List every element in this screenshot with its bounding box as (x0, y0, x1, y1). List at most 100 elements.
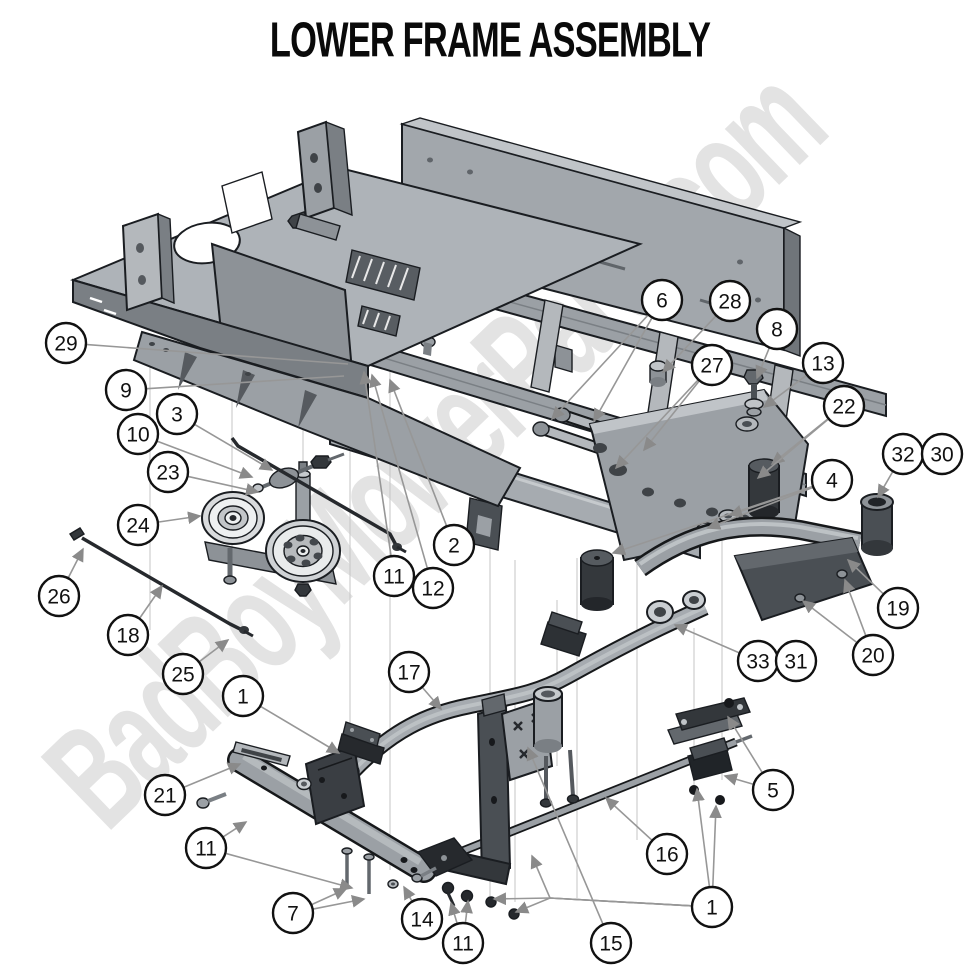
balloon-33[interactable]: 33 (736, 639, 780, 683)
lower-assembly-shape (735, 734, 753, 744)
deck-assembly-shape-shape (351, 255, 361, 279)
rods-shape (230, 436, 399, 548)
balloon-circle-17 (387, 650, 431, 694)
balloon-32[interactable]: 32 (881, 432, 925, 476)
balloon-12[interactable]: 12 (411, 566, 455, 610)
leader-line-17 (422, 687, 443, 711)
balloon-11[interactable]: 11 (441, 921, 485, 965)
lower-assembly-shape (304, 744, 366, 826)
balloon-9[interactable]: 9 (104, 368, 148, 412)
balloon-24[interactable]: 24 (116, 503, 160, 547)
balloon-circle-9 (104, 368, 148, 412)
balloon-1[interactable]: 1 (690, 885, 734, 929)
balloon-22[interactable]: 22 (822, 384, 866, 428)
lower-assembly-shape (420, 866, 437, 878)
right-bracket-shape (593, 443, 607, 453)
page-title: LOWER FRAME ASSEMBLY (269, 11, 711, 68)
balloon-number-11: 11 (452, 933, 474, 956)
rear-plate-shape (467, 169, 473, 175)
deck-assembly-shape (245, 372, 251, 376)
balloon-number-33: 33 (746, 651, 769, 674)
balloon-circle-31 (774, 639, 818, 683)
lower-assembly-shape (391, 882, 395, 886)
lower-assembly-shape (411, 873, 423, 883)
balloon-11[interactable]: 11 (184, 826, 228, 870)
pulleys-shape (300, 549, 306, 553)
balloon-23[interactable]: 23 (146, 450, 190, 494)
leader-line-4 (706, 486, 813, 530)
balloon-3[interactable]: 3 (155, 392, 199, 436)
lower-assembly-shape-shape (519, 749, 529, 759)
balloon-30[interactable]: 30 (920, 432, 964, 476)
lower-assembly-shape (241, 748, 282, 762)
balloon-25[interactable]: 25 (161, 652, 205, 696)
leader-line-1 (692, 787, 711, 887)
leader-line-4 (728, 486, 813, 518)
balloon-10[interactable]: 10 (116, 412, 160, 456)
balloon-circle-1 (221, 674, 265, 718)
balloon-6[interactable]: 6 (640, 278, 684, 322)
leader-line-29 (86, 343, 349, 365)
balloon-8[interactable]: 8 (755, 307, 799, 351)
frame-rails-shape (530, 299, 564, 393)
balloon-number-9: 9 (120, 380, 132, 403)
leader-line-7 (311, 888, 348, 906)
balloon-28[interactable]: 28 (708, 279, 752, 323)
balloon-5[interactable]: 5 (751, 768, 795, 812)
pulleys-shape (229, 515, 237, 521)
balloon-14[interactable]: 14 (400, 897, 444, 941)
pulleys-shape (283, 541, 293, 549)
balloon-1[interactable]: 1 (221, 674, 265, 718)
deck-assembly-shape (121, 212, 164, 312)
pulleys-shape (223, 575, 237, 585)
balloon-20[interactable]: 20 (851, 633, 895, 677)
balloon-13[interactable]: 13 (801, 341, 845, 385)
balloon-circle-15 (589, 921, 633, 965)
balloon-number-11: 11 (195, 838, 217, 861)
pulleys-shape (294, 583, 312, 597)
balloon-number-17: 17 (397, 662, 420, 685)
rear-plate-shape (399, 117, 803, 229)
lower-assembly (196, 686, 753, 920)
deck-assembly-shape (221, 171, 273, 234)
leader-line-6 (593, 317, 653, 423)
leader-line-6 (550, 314, 649, 421)
balloon-31[interactable]: 31 (774, 639, 818, 683)
leader-line-15 (526, 746, 604, 924)
leader-lines (67, 314, 894, 924)
leader-line-9 (146, 375, 345, 390)
balloon-15[interactable]: 15 (589, 921, 633, 965)
balloon-circle-29 (44, 321, 88, 365)
leader-line-20 (843, 578, 867, 636)
balloon-circle-11 (441, 921, 485, 965)
balloon-number-20: 20 (861, 645, 884, 668)
balloon-11[interactable]: 11 (372, 554, 416, 598)
balloon-26[interactable]: 26 (37, 574, 81, 618)
lower-assembly-shape (489, 738, 495, 746)
balloon-circle-5 (751, 768, 795, 812)
lower-assembly-shape (370, 738, 374, 742)
leader-line-2 (388, 378, 448, 526)
lower-assembly-shape (568, 749, 575, 797)
leader-line-28 (661, 315, 717, 374)
balloon-29[interactable]: 29 (44, 321, 88, 365)
balloon-27[interactable]: 27 (690, 343, 734, 387)
rods-shape (396, 545, 407, 554)
rear-arm-shape (861, 540, 893, 556)
balloon-21[interactable]: 21 (143, 773, 187, 817)
balloon-19[interactable]: 19 (876, 586, 920, 630)
balloon-number-27: 27 (700, 355, 723, 378)
balloon-7[interactable]: 7 (271, 891, 315, 935)
rubber-bumpers-shape (581, 597, 613, 611)
balloon-circle-19 (876, 586, 920, 630)
balloon-4[interactable]: 4 (810, 458, 854, 502)
balloon-2[interactable]: 2 (432, 523, 476, 567)
leader-line-13 (762, 374, 807, 408)
leader-line-11 (460, 899, 473, 923)
balloon-18[interactable]: 18 (106, 613, 150, 657)
deck-assembly-shape-shape (399, 267, 409, 291)
leader-line-5 (727, 715, 763, 773)
balloon-16[interactable]: 16 (645, 832, 689, 876)
balloon-17[interactable]: 17 (387, 650, 431, 694)
